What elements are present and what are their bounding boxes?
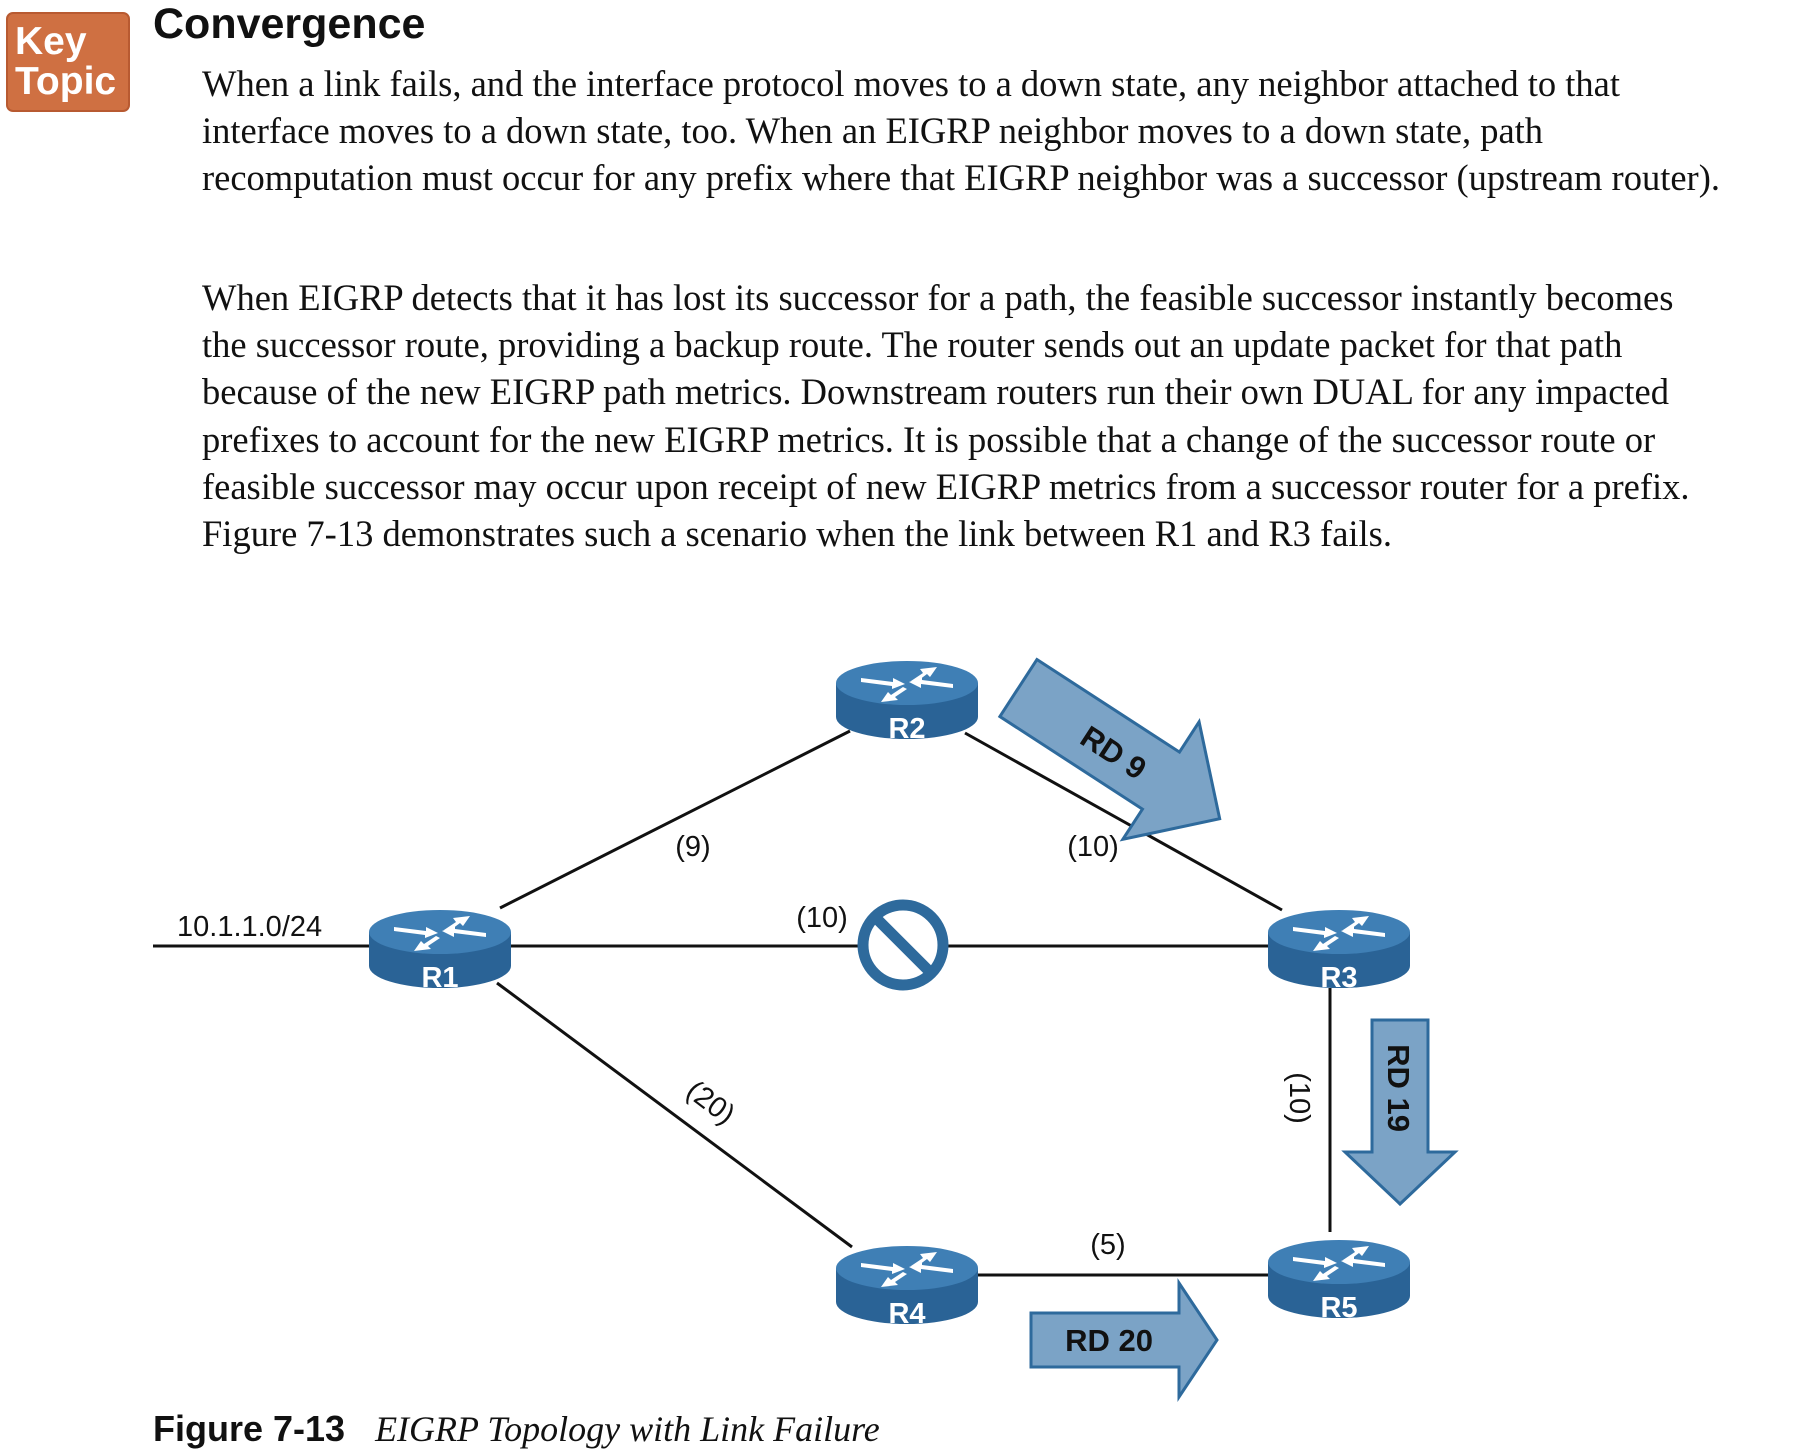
paragraph-2: When EIGRP detects that it has lost its …: [202, 277, 1690, 555]
router-r5: R5: [1268, 1240, 1410, 1324]
arrow-rd-r3-r5: RD 19: [1341, 1018, 1459, 1207]
router-r1-label: R1: [421, 962, 458, 994]
key-topic-badge: Key Topic: [6, 12, 130, 112]
router-r4: R4: [836, 1246, 978, 1330]
router-r3: R3: [1268, 910, 1410, 994]
metric-r3-r5: (10): [1283, 1072, 1315, 1124]
link-r2-r3: [964, 731, 1283, 912]
router-r3-label: R3: [1320, 962, 1357, 994]
network-prefix-label: 10.1.1.0/24: [177, 911, 322, 943]
metric-r2-r3: (10): [1067, 831, 1119, 863]
arrow-rd-r4-r5: RD 20: [1029, 1278, 1219, 1402]
link-failure-icon: [857, 899, 949, 991]
arrow-rd-20-label: RD 20: [1065, 1323, 1153, 1358]
figure-title: EIGRP Topology with Link Failure: [375, 1409, 880, 1449]
metric-r1-r2: (9): [675, 831, 710, 863]
arrow-rd-19-label: RD 19: [1381, 1044, 1416, 1132]
key-topic-line2: Topic: [15, 60, 117, 103]
paragraph-1: When a link fails, and the interface pro…: [202, 63, 1720, 199]
router-r4-label: R4: [888, 1298, 925, 1330]
figure-number: Figure 7-13: [153, 1408, 346, 1449]
metric-r1-r4: (20): [680, 1075, 740, 1132]
router-r1: R1: [369, 910, 511, 994]
figure-caption: Figure 7-13 EIGRP Topology with Link Fail…: [153, 1408, 880, 1450]
arrow-rd-r2-r3: RD 9: [997, 657, 1222, 842]
link-r1-r2: [499, 729, 851, 910]
router-r2: R2: [836, 661, 978, 745]
metric-r1-r3: (10): [796, 902, 848, 934]
router-r2-label: R2: [888, 713, 925, 745]
key-topic-line1: Key: [15, 20, 87, 63]
metric-r4-r5: (5): [1090, 1229, 1125, 1261]
section-title: Convergence: [153, 0, 426, 48]
router-r5-label: R5: [1320, 1292, 1357, 1324]
link-r1-r4: [496, 981, 853, 1249]
